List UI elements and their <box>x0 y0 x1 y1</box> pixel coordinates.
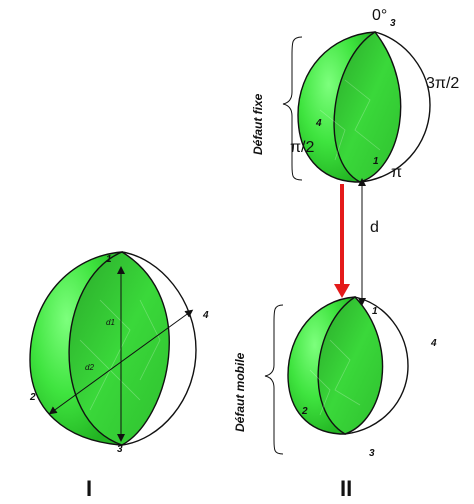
hemisphere-top <box>297 31 431 183</box>
dim-d2-label: d2 <box>85 363 94 372</box>
angle-pi: π <box>391 164 402 181</box>
angle-zero-subscript: 3 <box>390 18 396 29</box>
angle-zero: 0° <box>372 7 387 24</box>
top-point-4: 4 <box>315 118 322 129</box>
label-defaut-fixe: Défaut fixe <box>251 93 265 155</box>
bottom-point-3: 3 <box>369 448 375 459</box>
hemisphere-bottom <box>287 296 409 435</box>
left-point-1: 1 <box>106 254 112 265</box>
angle-three-pi-over-two: 3π/2 <box>426 75 459 92</box>
left-point-4: 4 <box>202 310 209 321</box>
brace-top <box>282 36 303 181</box>
distance-label: d <box>370 219 379 236</box>
left-point-2: 2 <box>29 392 36 403</box>
dim-d2-line <box>48 309 194 415</box>
label-I: I <box>86 476 92 501</box>
hemisphere-i <box>29 251 197 446</box>
angle-pi-over-two: π/2 <box>290 139 314 156</box>
bottom-point-2: 2 <box>301 406 308 417</box>
left-point-3: 3 <box>117 444 123 455</box>
red-arrow-head <box>334 284 350 298</box>
top-point-1: 1 <box>373 156 379 167</box>
bottom-point-1: 1 <box>372 306 378 317</box>
label-defaut-mobile: Défaut mobile <box>233 352 247 432</box>
dim-d1-label: d1 <box>106 318 115 327</box>
label-II: II <box>340 476 352 501</box>
bottom-point-4: 4 <box>430 338 437 349</box>
brace-bottom <box>264 304 284 455</box>
